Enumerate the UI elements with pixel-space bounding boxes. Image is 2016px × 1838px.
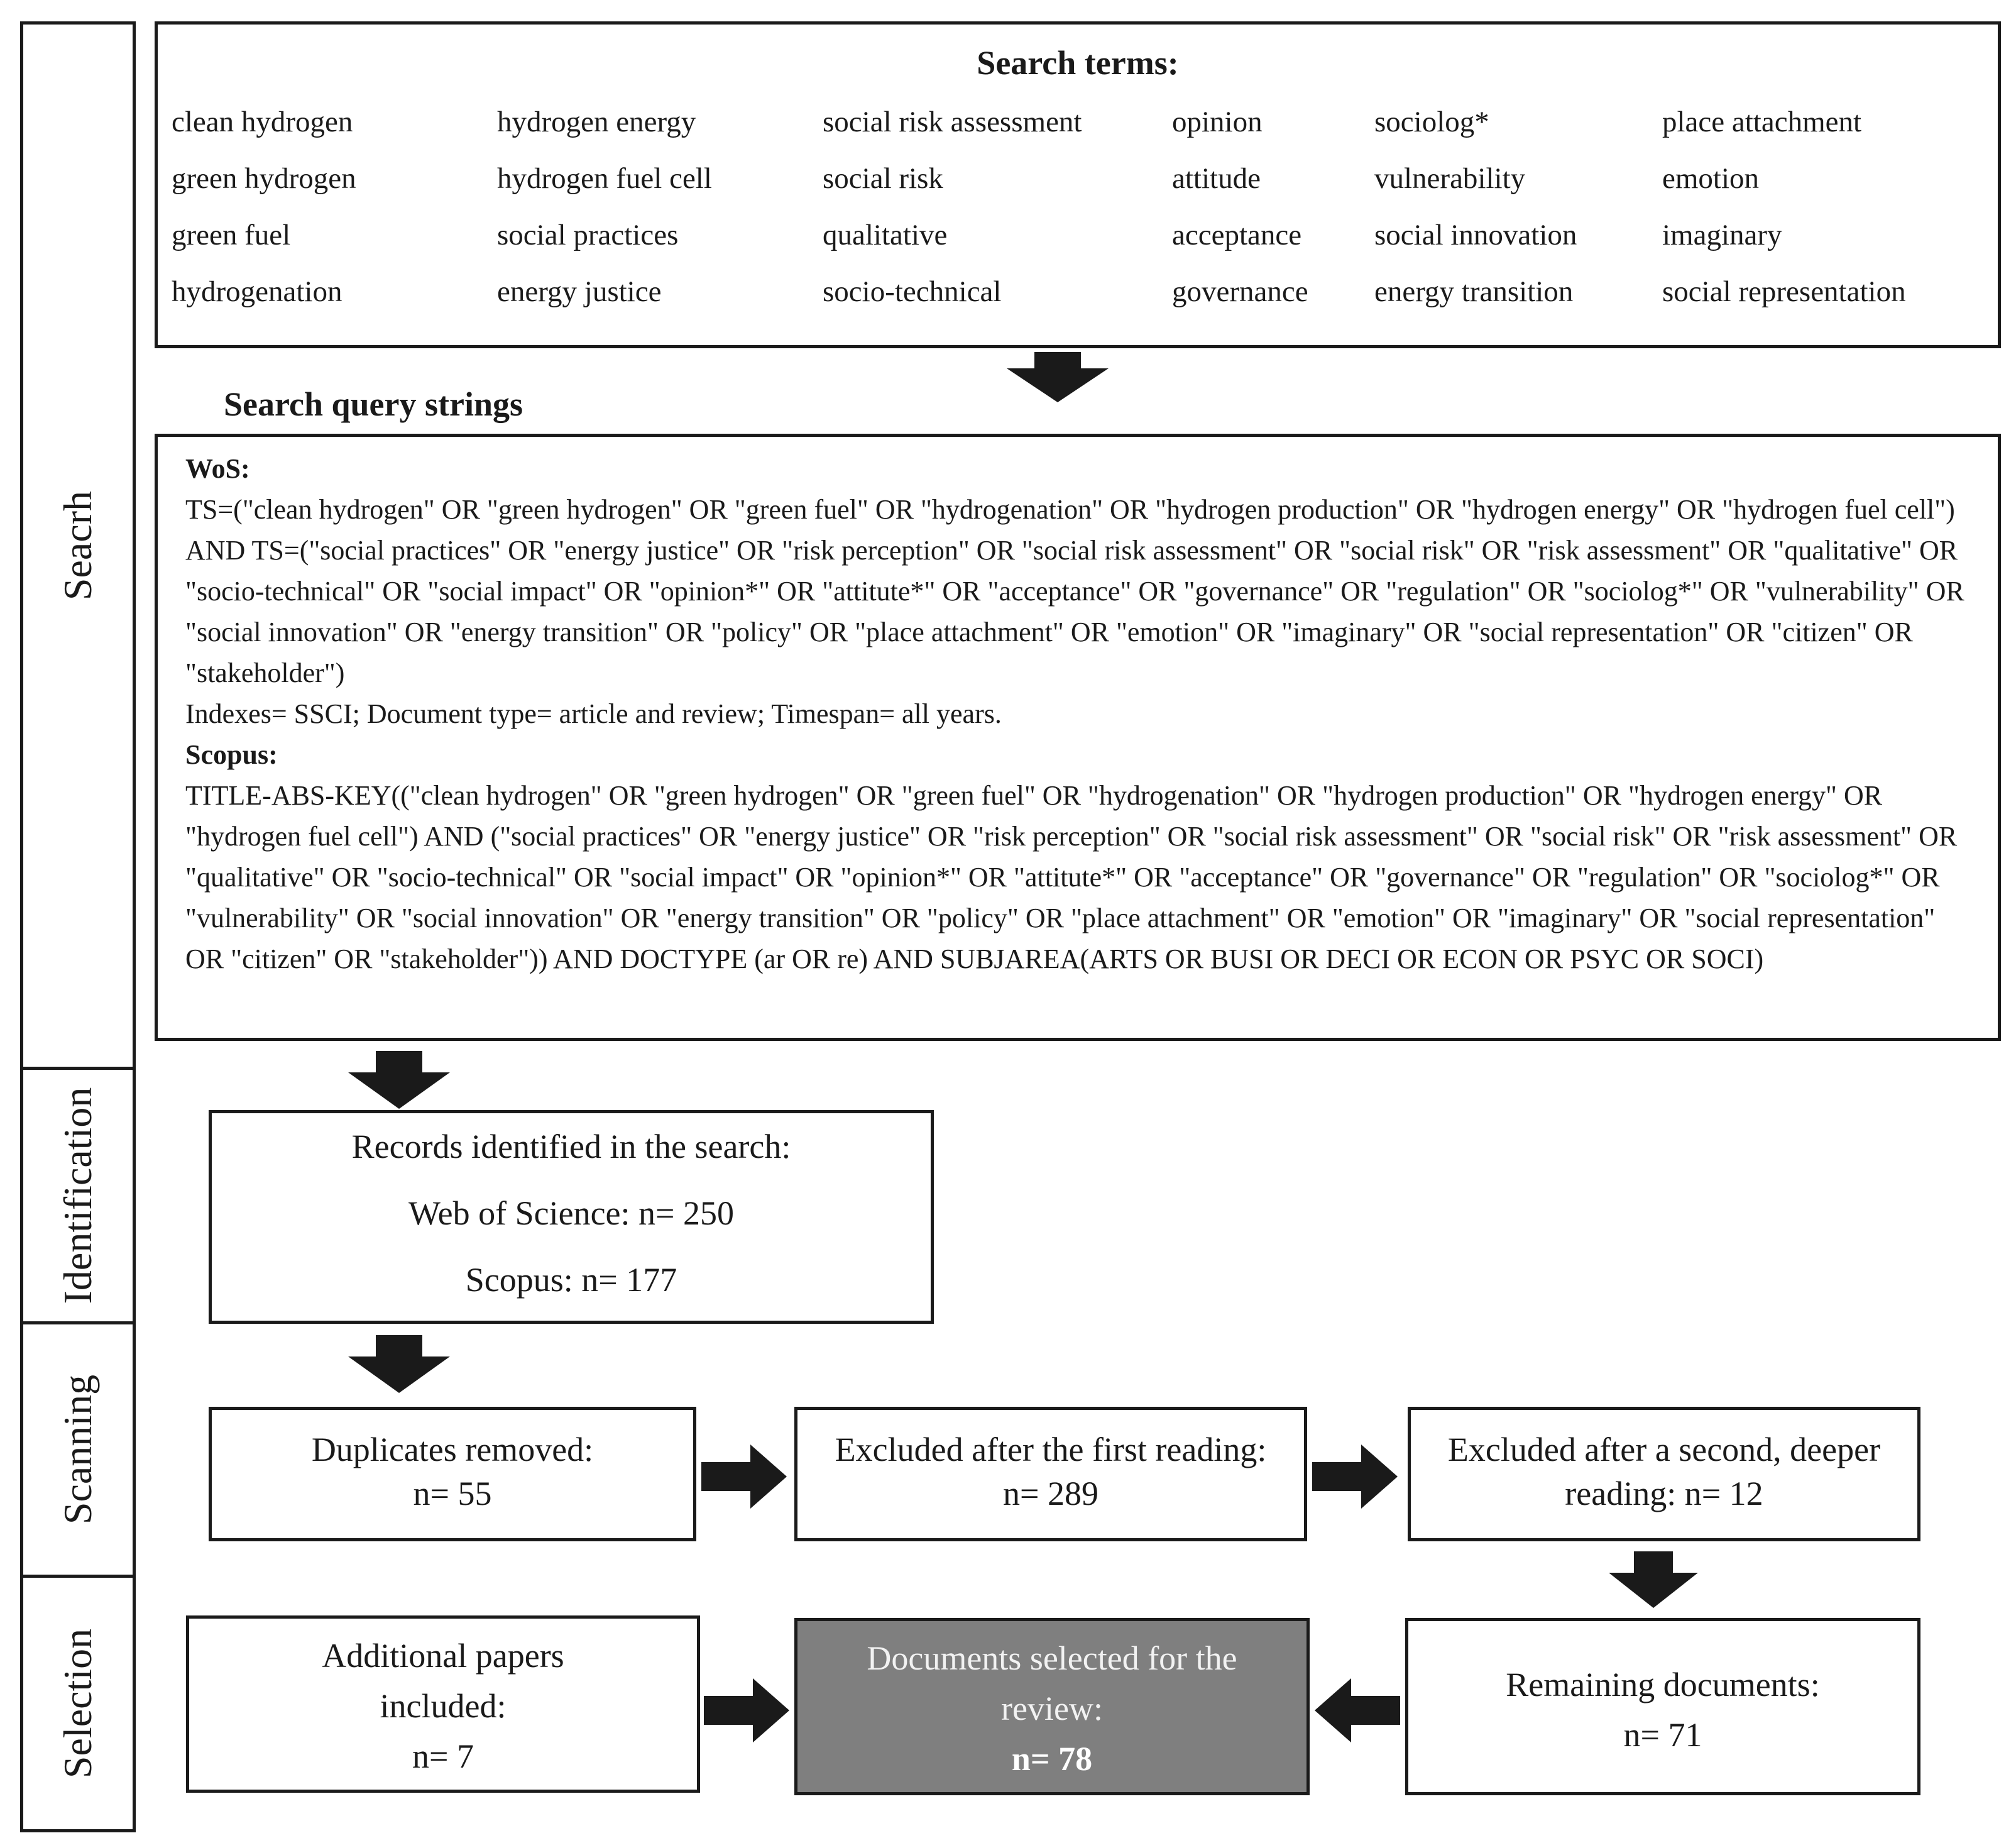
stage-label-search: Seacrh	[55, 490, 100, 601]
search-term: energy transition	[1374, 275, 1574, 308]
excluded-first-reading-label: Excluded after the first reading:	[835, 1431, 1267, 1468]
query-text: WoS: TS=("clean hydrogen" OR "green hydr…	[185, 448, 1979, 979]
arrow-left-icon	[1315, 1678, 1400, 1742]
excluded-second-reading-label: Excluded after a second, deeper	[1447, 1431, 1881, 1468]
search-terms-title: Search terms:	[977, 44, 1179, 82]
excluded-first-reading-count: n= 289	[1003, 1475, 1098, 1512]
search-term: social innovation	[1374, 219, 1577, 251]
records-scopus-count: Scopus: n= 177	[465, 1261, 677, 1299]
stage-scanning: Scanning	[20, 1321, 136, 1578]
stage-label-selection: Selection	[55, 1628, 100, 1779]
stage-selection: Selection	[20, 1575, 136, 1832]
search-term: hydrogen fuel cell	[497, 162, 712, 195]
duplicates-removed-count: n= 55	[413, 1475, 492, 1512]
records-identified-box: Records identified in the search: Web of…	[209, 1110, 934, 1324]
excluded-second-reading-box: Excluded after a second, deeper reading:…	[1408, 1407, 1920, 1541]
search-term: hydrogenation	[172, 275, 342, 308]
wos-label: WoS:	[185, 453, 250, 484]
arrow-down-icon	[1609, 1551, 1698, 1608]
scopus-label: Scopus:	[185, 739, 278, 770]
search-term: place attachment	[1662, 106, 1862, 138]
search-term: green hydrogen	[172, 162, 356, 195]
stage-search: Seacrh	[20, 21, 136, 1070]
stage-identification: Identification	[20, 1067, 136, 1324]
wos-query: TS=("clean hydrogen" OR "green hydrogen"…	[185, 494, 1964, 688]
duplicates-removed-box: Duplicates removed: n= 55	[209, 1407, 696, 1541]
search-term: sociolog*	[1374, 106, 1489, 138]
search-term: social representation	[1662, 275, 1906, 308]
documents-selected-label-2: review:	[1001, 1690, 1103, 1727]
search-term: acceptance	[1172, 219, 1302, 251]
additional-papers-count: n= 7	[412, 1737, 474, 1775]
arrow-right-icon	[1312, 1445, 1398, 1509]
search-term: energy justice	[497, 275, 662, 308]
search-term: social practices	[497, 219, 679, 251]
search-term: social risk	[823, 162, 943, 195]
additional-papers-box: Additional papers included: n= 7	[186, 1615, 700, 1793]
search-terms-box: Search terms: clean hydrogen green hydrog…	[155, 21, 2001, 348]
arrow-down-icon	[348, 1335, 450, 1393]
search-term: socio-technical	[823, 275, 1002, 308]
documents-selected-label-1: Documents selected for the	[867, 1639, 1237, 1677]
search-term: clean hydrogen	[172, 106, 353, 138]
search-term: governance	[1172, 275, 1308, 308]
duplicates-removed-label: Duplicates removed:	[311, 1431, 594, 1468]
search-query-title: Search query strings	[224, 385, 523, 423]
additional-papers-label-1: Additional papers	[322, 1637, 564, 1675]
search-term: imaginary	[1662, 219, 1782, 251]
excluded-first-reading-box: Excluded after the first reading: n= 289	[794, 1407, 1307, 1541]
search-term: social risk assessment	[823, 106, 1082, 138]
stage-label-identification: Identification	[55, 1087, 100, 1304]
search-term: opinion	[1172, 106, 1263, 138]
wos-indexes: Indexes= SSCI; Document type= article an…	[185, 698, 1002, 729]
search-query-box: WoS: TS=("clean hydrogen" OR "green hydr…	[155, 434, 2001, 1041]
search-term: hydrogen energy	[497, 106, 696, 138]
arrow-down-icon	[348, 1051, 450, 1109]
documents-selected-count: n= 78	[1011, 1740, 1093, 1778]
search-term: vulnerability	[1374, 162, 1526, 195]
additional-papers-label-2: included:	[380, 1687, 507, 1725]
excluded-second-reading-count: reading: n= 12	[1565, 1475, 1763, 1512]
records-identified-title: Records identified in the search:	[351, 1128, 791, 1165]
arrow-right-icon	[704, 1678, 789, 1742]
remaining-documents-count: n= 71	[1623, 1716, 1702, 1754]
search-term: attitude	[1172, 162, 1261, 195]
remaining-documents-label: Remaining documents:	[1506, 1666, 1820, 1703]
records-wos-count: Web of Science: n= 250	[408, 1194, 734, 1232]
stage-label-scanning: Scanning	[55, 1374, 100, 1525]
search-term: green fuel	[172, 219, 291, 251]
search-term: qualitative	[823, 219, 948, 251]
remaining-documents-box: Remaining documents: n= 71	[1405, 1618, 1920, 1795]
documents-selected-box: Documents selected for the review: n= 78	[794, 1618, 1310, 1795]
arrow-right-icon	[701, 1445, 787, 1509]
scopus-query: TITLE-ABS-KEY(("clean hydrogen" OR "gree…	[185, 780, 1958, 974]
arrow-down-icon	[1007, 352, 1109, 402]
search-term: emotion	[1662, 162, 1760, 195]
